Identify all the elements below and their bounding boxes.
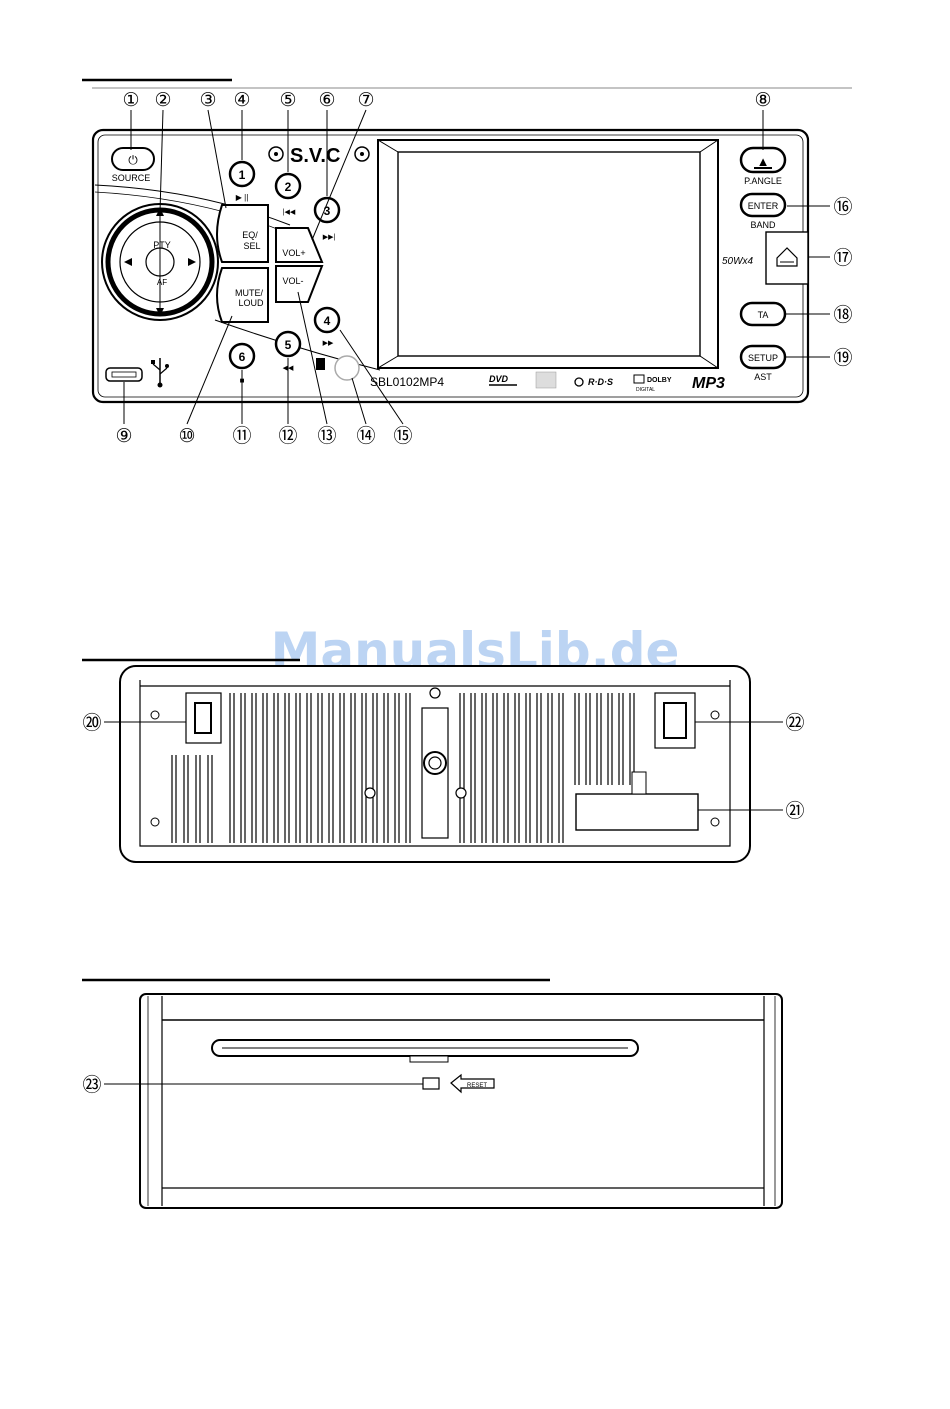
rds-logo: R·D·S [588,377,613,387]
dvd-logo: DVD [489,374,509,384]
callout-9: ⑨ [115,426,132,447]
preset-button-3[interactable]: 3 [315,198,339,222]
callout-7: ⑦ [357,90,374,111]
sel-label: SEL [243,241,260,251]
callout-10: ⑩ [178,426,195,447]
display-screen [398,152,700,356]
callout-18: ⑱ [833,304,852,326]
connector-21 [576,794,698,830]
callout-8: ⑧ [754,90,771,111]
front-panel-section: S.V.C ⏻ SOURCE PTY AF EQ/ SEL MUTE/ LOUD [82,80,853,447]
pty-label: PTY [153,240,171,250]
callout-13: ⑬ [317,425,336,447]
af-label: AF [157,278,167,287]
preset-button-1[interactable]: 1 [230,162,254,186]
callout-23: ㉓ [82,1074,101,1096]
indicator-led [316,358,325,370]
mp3-logo: MP3 [692,375,725,392]
model-name: SBL0102MP4 [370,375,444,389]
callout-4: ④ [233,90,250,111]
power-icon: ⏻ [128,153,138,167]
setup-label: SETUP [748,353,778,363]
mute-label: MUTE/ [235,288,263,298]
preset-button-2[interactable]: 2 [276,174,300,198]
loud-label: LOUD [238,298,264,308]
previous-track-icon: |◀◀ [283,209,296,216]
eq-label: EQ/ [242,230,258,240]
callout-11: ⑪ [232,425,251,447]
chassis-section: RESET ㉓ [82,980,782,1208]
svg-text:5: 5 [285,338,292,352]
svg-text:4: 4 [324,314,331,328]
eject-icon: ▲ [757,154,770,169]
next-track-icon: ▶▶| [323,234,336,241]
preset-button-6[interactable]: 6 [230,344,254,368]
callout-15: ⑮ [393,425,412,447]
band-label: BAND [750,220,776,230]
rotary-knob[interactable]: PTY AF [102,204,218,320]
reset-button[interactable] [423,1078,439,1089]
cd-logo [536,372,556,388]
output-power-label: 50Wx4 [722,256,754,267]
svg-text:3: 3 [324,204,331,218]
enter-label: ENTER [748,201,779,211]
callout-19: ⑲ [833,347,852,369]
ta-label: TA [758,310,769,320]
svg-text:6: 6 [239,350,246,364]
p-angle-label: P.ANGLE [744,176,782,186]
callout-12: ⑫ [278,425,297,447]
callout-1: ① [122,90,139,111]
callout-16: ⑯ [833,196,852,218]
callout-21: ㉑ [785,800,804,822]
callout-14: ⑭ [356,425,375,447]
dolby-logo: DOLBY [647,377,672,384]
brand-name: S.V.C [290,145,340,167]
vol-plus-label: VOL+ [282,248,305,258]
callout-5: ⑤ [279,90,296,111]
back-panel-section: ⑳ ㉑ ㉒ [82,660,805,862]
callout-17: ⑰ [833,247,852,269]
preset-button-4[interactable]: 4 [315,308,339,332]
play-pause-icon: ▶ || [236,193,249,202]
reset-label: RESET [467,1083,487,1089]
source-label: SOURCE [112,173,151,183]
ast-label: AST [754,372,772,382]
ir-sensor [335,356,359,380]
callout-2: ② [154,90,171,111]
callout-3: ③ [199,90,216,111]
svg-text:1: 1 [239,168,246,182]
callout-6: ⑥ [318,90,335,111]
fast-forward-icon: ▶▶ [323,340,334,347]
dolby-digital-label: DIGITAL [636,387,655,393]
svg-text:2: 2 [285,180,292,194]
callout-22: ㉒ [785,712,804,734]
vol-minus-label: VOL- [282,276,303,286]
callout-20: ⑳ [82,712,101,734]
preset-button-5[interactable]: 5 [276,332,300,356]
chassis-outline [140,994,782,1208]
